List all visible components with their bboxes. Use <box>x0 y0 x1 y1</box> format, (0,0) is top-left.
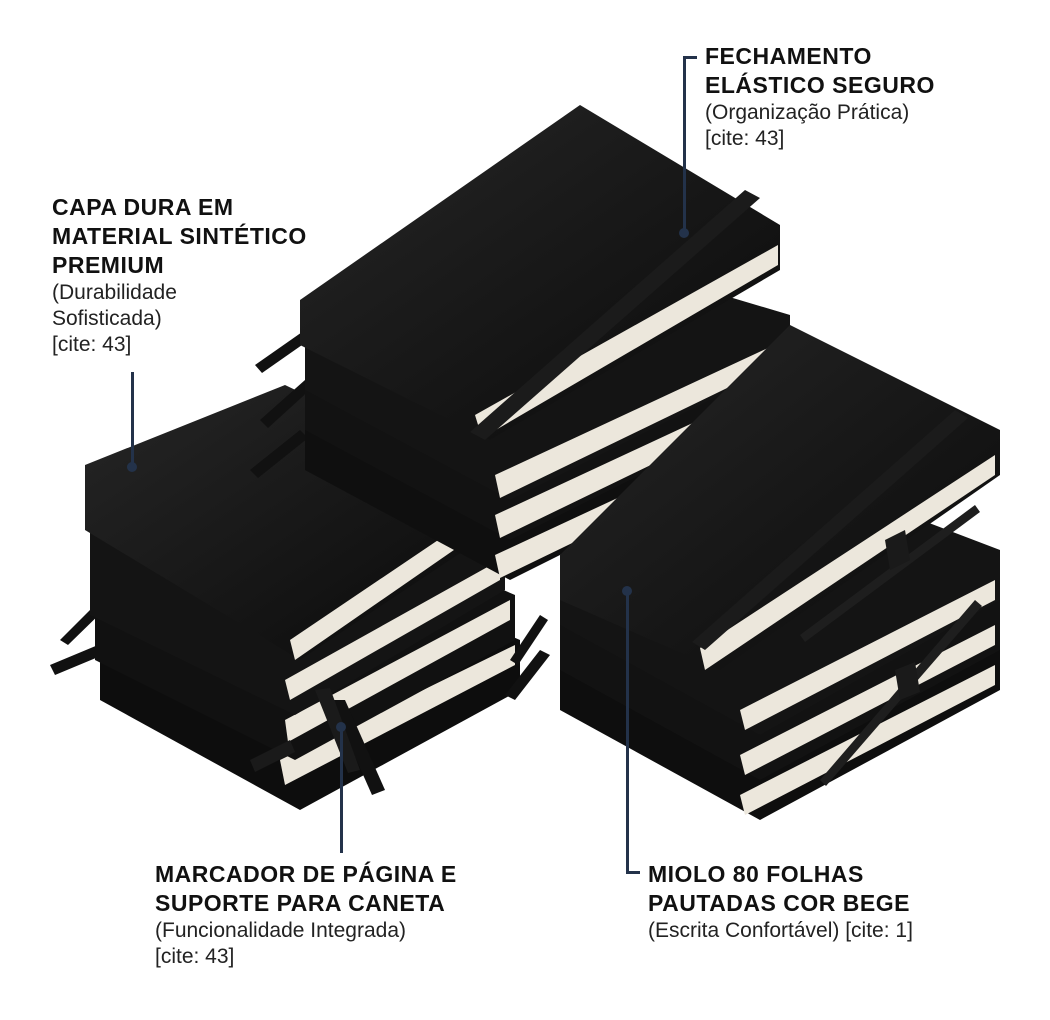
cover-subtitle-line-3: [cite: 43] <box>52 333 132 356</box>
pages-title-line-2: PAUTADAS COR BEGE <box>648 890 910 916</box>
bookmark-subtitle-line-1: (Funcionalidade Integrada) <box>155 919 406 942</box>
bookmark-callout: MARCADOR DE PÁGINA E SUPORTE PARA CANETA… <box>155 860 457 970</box>
bookmark-title-line-2: SUPORTE PARA CANETA <box>155 890 446 916</box>
cover-subtitle-line-1: (Durabilidade <box>52 281 177 304</box>
closure-subtitle-line-2: [cite: 43] <box>705 127 785 150</box>
closure-callout-tick <box>683 56 697 59</box>
closure-callout: FECHAMENTO ELÁSTICO SEGURO (Organização … <box>705 42 935 152</box>
closure-callout-dot <box>679 228 689 238</box>
bookmark-callout-dot <box>336 722 346 732</box>
closure-title-line-1: FECHAMENTO <box>705 43 872 69</box>
pages-callout-tick <box>626 871 640 874</box>
bookmark-subtitle-line-2: [cite: 43] <box>155 945 235 968</box>
right-notebook-stack <box>505 325 1000 820</box>
closure-callout-line <box>683 56 686 234</box>
pages-callout-line <box>626 592 629 874</box>
bookmark-callout-line <box>340 728 343 853</box>
cover-callout-line <box>131 372 134 468</box>
bookmark-title-line-1: MARCADOR DE PÁGINA E <box>155 861 457 887</box>
cover-title-line-2: MATERIAL SINTÉTICO <box>52 223 307 249</box>
cover-callout: CAPA DURA EM MATERIAL SINTÉTICO PREMIUM … <box>52 193 307 358</box>
cover-subtitle-line-2: Sofisticada) <box>52 307 162 330</box>
left-notebook-stack <box>50 385 520 810</box>
pages-subtitle-line-1: (Escrita Confortável) [cite: 1] <box>648 919 913 942</box>
pages-callout: MIOLO 80 FOLHAS PAUTADAS COR BEGE (Escri… <box>648 860 913 944</box>
cover-title-line-3: PREMIUM <box>52 252 165 278</box>
cover-callout-dot <box>127 462 137 472</box>
closure-title-line-2: ELÁSTICO SEGURO <box>705 72 935 98</box>
cover-title-line-1: CAPA DURA EM <box>52 194 234 220</box>
pages-callout-dot <box>622 586 632 596</box>
pages-title-line-1: MIOLO 80 FOLHAS <box>648 861 864 887</box>
closure-subtitle-line-1: (Organização Prática) <box>705 101 910 124</box>
